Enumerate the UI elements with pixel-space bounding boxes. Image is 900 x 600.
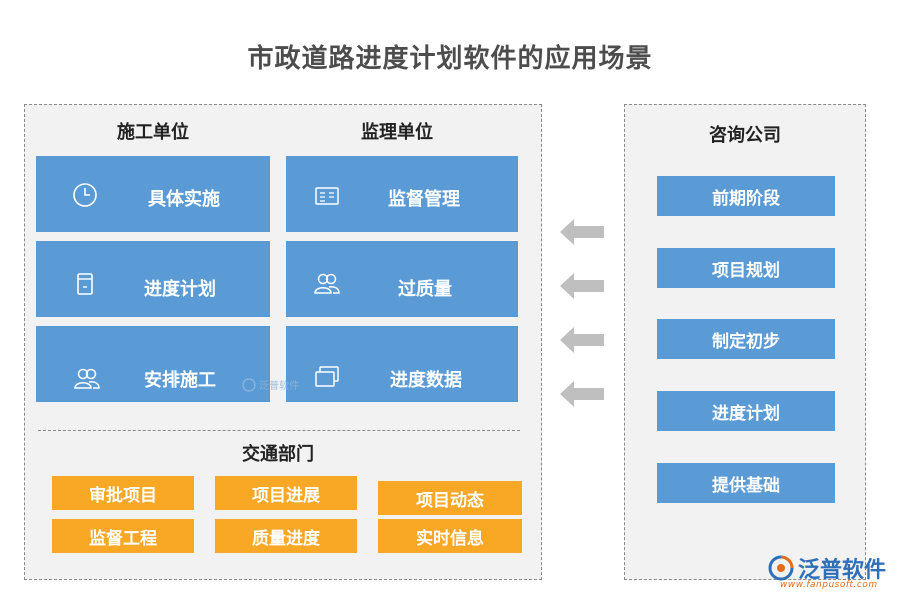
clipboard-icon — [77, 273, 93, 295]
windows-icon — [315, 366, 339, 387]
page-title: 市政道路进度计划软件的应用场景 — [247, 44, 653, 74]
brand-logo-icon — [242, 377, 256, 392]
transport-heading: 交通部门 — [242, 444, 314, 465]
supervision-item-1: 监督管理 — [286, 156, 518, 232]
transport-item-2: 项目进展 — [215, 476, 357, 510]
transport-item-6: 实时信息 — [378, 519, 522, 553]
brand-logo-icon — [768, 555, 794, 581]
board-icon — [315, 187, 339, 205]
construction-item-3-label: 安排施工 — [144, 370, 216, 391]
left-arrow-icon — [560, 273, 604, 299]
supervision-item-3-label: 进度数据 — [390, 370, 462, 391]
consulting-item-2: 项目规划 — [657, 248, 835, 288]
supervision-heading: 监理单位 — [361, 122, 433, 143]
brand-logo: 泛普软件 — [768, 552, 886, 584]
supervision-item-2-label: 过质量 — [398, 279, 452, 300]
brand-name: 泛普软件 — [798, 558, 887, 583]
watermark: 泛普软件 — [242, 377, 299, 392]
people-icon — [74, 368, 100, 389]
inner-divider — [38, 430, 520, 431]
consulting-item-3: 制定初步 — [657, 319, 835, 359]
watermark-text: 泛普软件 — [259, 381, 299, 392]
consulting-item-4: 进度计划 — [657, 391, 835, 431]
supervision-item-2: 过质量 — [286, 241, 518, 317]
construction-item-2-label: 进度计划 — [144, 279, 216, 300]
consulting-item-5: 提供基础 — [657, 463, 835, 503]
left-arrow-icon — [560, 219, 604, 245]
consulting-item-1: 前期阶段 — [657, 176, 835, 216]
consulting-heading: 咨询公司 — [709, 125, 781, 146]
transport-item-3: 项目动态 — [378, 481, 522, 515]
transport-item-5: 质量进度 — [215, 519, 357, 553]
brand-url: www.fanpusoft.com — [780, 580, 878, 590]
transport-item-4: 监督工程 — [52, 519, 194, 553]
supervision-item-1-label: 监督管理 — [388, 189, 460, 210]
construction-item-1-label: 具体实施 — [148, 189, 220, 210]
supervision-item-3: 进度数据 — [286, 326, 518, 402]
construction-item-3: 安排施工 — [36, 326, 270, 402]
transport-item-1: 审批项目 — [52, 476, 194, 510]
construction-item-2: 进度计划 — [36, 241, 270, 317]
left-arrow-icon — [560, 327, 604, 353]
left-arrow-icon — [560, 381, 604, 407]
construction-item-1: 具体实施 — [36, 156, 270, 232]
people-icon — [314, 273, 340, 294]
clock-icon — [73, 183, 97, 207]
construction-heading: 施工单位 — [117, 122, 189, 143]
